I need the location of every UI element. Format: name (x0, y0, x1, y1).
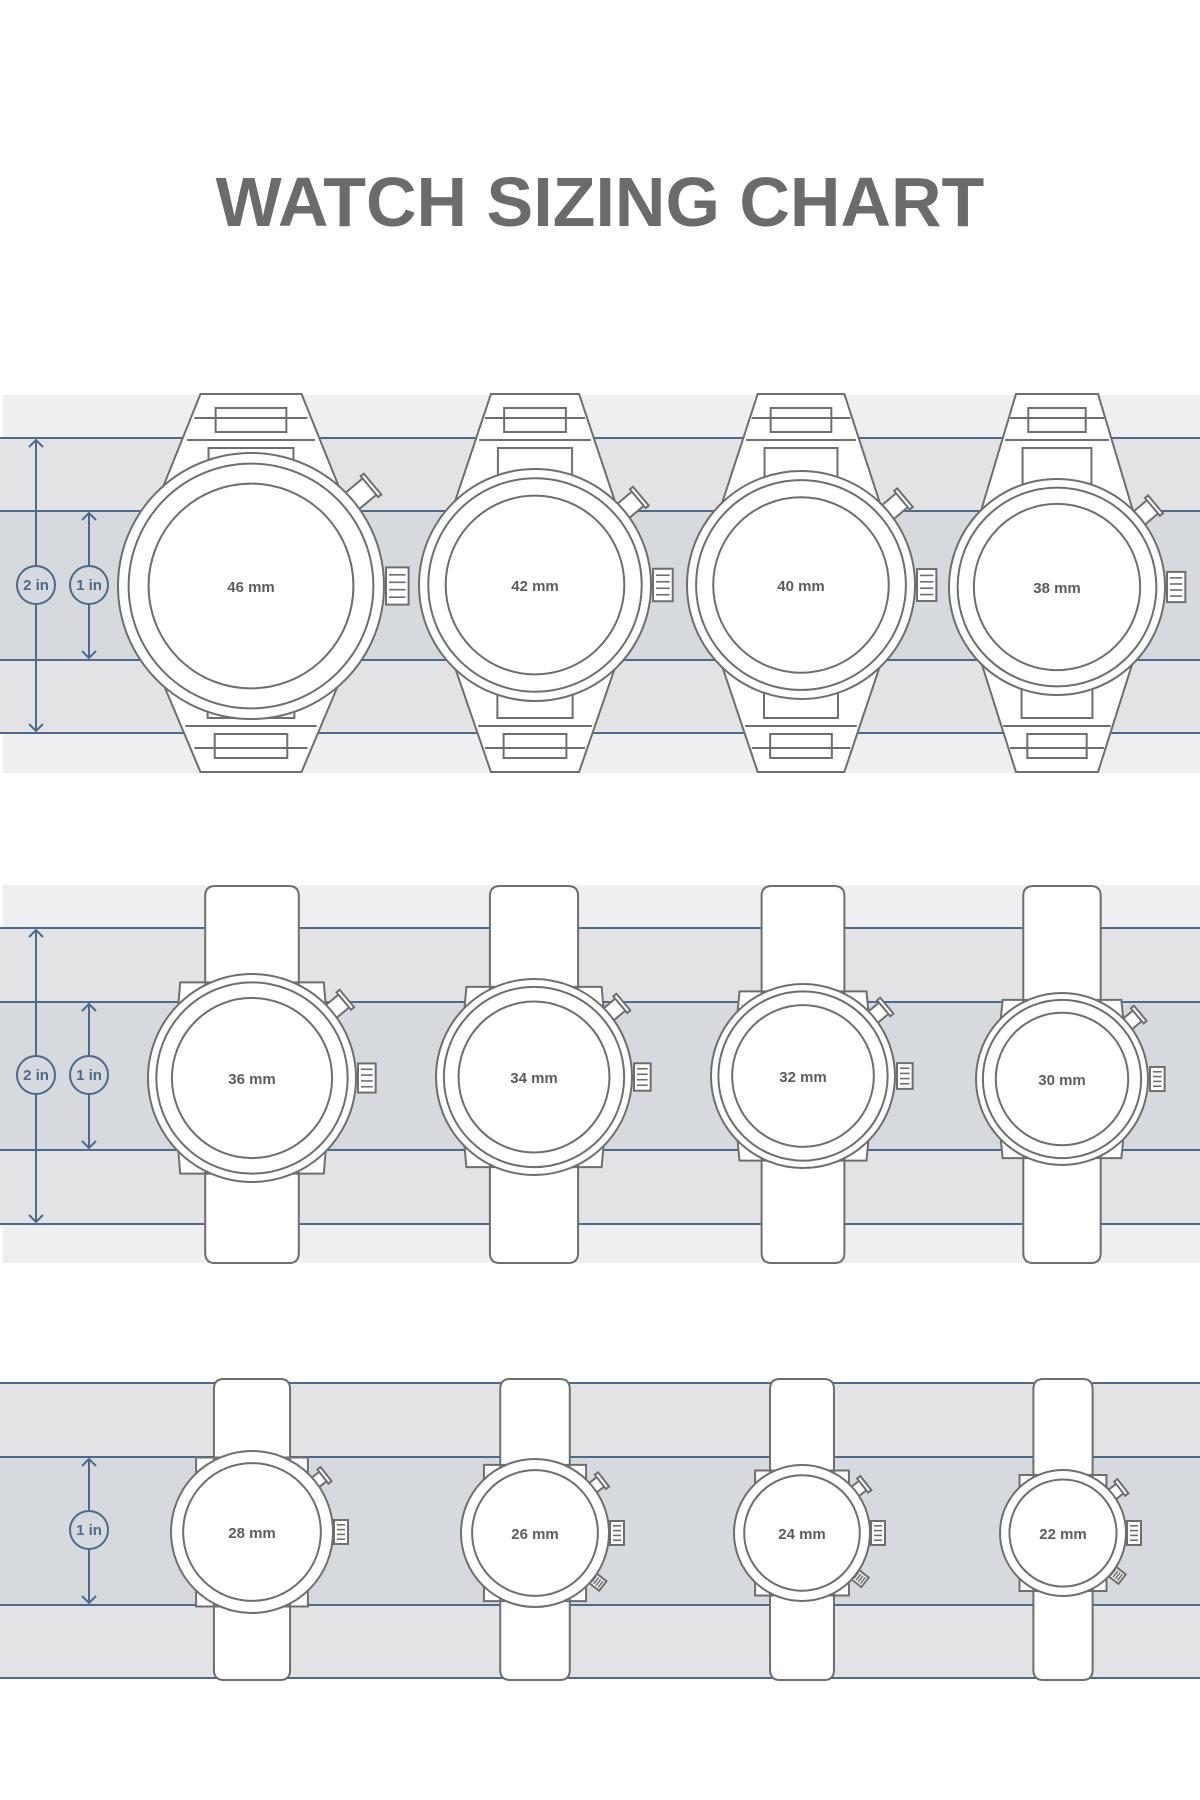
crown-icon (1149, 1065, 1166, 1093)
arrow-down-icon (28, 1214, 44, 1224)
watch-size-label: 24 mm (778, 1526, 826, 1543)
measure-1in: 1 in (69, 511, 109, 660)
strap-bottom (1032, 1569, 1094, 1681)
watch-42mm: 42 mm (418, 393, 674, 773)
watch-size-label: 46 mm (227, 579, 275, 596)
measure-label: 1 in (76, 1522, 102, 1539)
measure-label: 1 in (76, 577, 102, 594)
crown-icon (609, 1520, 625, 1546)
watch-size-label: 40 mm (777, 578, 825, 595)
measure-label: 1 in (76, 1067, 102, 1084)
watch-26mm: 26 mm (460, 1378, 625, 1681)
watch-24mm: 24 mm (733, 1378, 886, 1681)
measure-label: 2 in (23, 577, 49, 594)
crown-icon (896, 1062, 914, 1090)
watch-40mm: 40 mm (686, 393, 938, 773)
watch-size-label: 32 mm (779, 1069, 827, 1086)
measure-2in: 2 in (16, 928, 56, 1224)
strap-bottom (769, 1572, 835, 1681)
watch-32mm: 32 mm (710, 885, 914, 1264)
watch-30mm: 30 mm (975, 885, 1166, 1264)
watch-dial (994, 1011, 1130, 1147)
watch-36mm: 36 mm (147, 885, 377, 1264)
row-2: 2 in 1 in 36 mm 34 mm 32 mm 30 mm (0, 885, 1200, 1264)
arrow-up-icon (28, 438, 44, 448)
strap-top (1032, 1378, 1094, 1497)
watch-size-label: 38 mm (1033, 580, 1081, 597)
arrow-up-icon (81, 1002, 97, 1012)
crown-icon (385, 566, 410, 606)
arrow-up-icon (81, 1457, 97, 1467)
measure-1in: 1 in (69, 1002, 109, 1150)
watch-dial (444, 494, 626, 676)
strap-top (1022, 885, 1102, 1029)
arrow-down-icon (81, 1595, 97, 1605)
crown-icon (333, 1519, 349, 1545)
crown-icon (357, 1062, 377, 1094)
row-3: 1 in 28 mm 26 mm 24 mm 22 mm (0, 1378, 1200, 1681)
watch-size-label: 28 mm (228, 1525, 276, 1542)
watch-28mm: 28 mm (170, 1378, 349, 1681)
crown-icon (870, 1520, 886, 1546)
strap-top (769, 1378, 835, 1494)
watch-dial (182, 1462, 322, 1602)
watch-34mm: 34 mm (435, 885, 652, 1264)
crown-icon (1126, 1520, 1142, 1546)
arrow-up-icon (28, 928, 44, 938)
measure-2in: 2 in (16, 438, 56, 733)
watch-dial (457, 1000, 611, 1154)
measure-label: 2 in (23, 1067, 49, 1084)
page-title: WATCH SIZING CHART (215, 163, 985, 241)
crown-icon (652, 567, 674, 603)
crown-icon (1166, 570, 1187, 604)
watch-size-label: 42 mm (511, 578, 559, 595)
watch-dial (712, 496, 890, 674)
watch-dial (471, 1469, 599, 1597)
watch-size-label: 34 mm (510, 1070, 558, 1087)
watch-dial (972, 502, 1142, 672)
crown-icon (916, 568, 938, 602)
watch-46mm: 46 mm (117, 393, 410, 773)
watch-size-label: 30 mm (1038, 1072, 1086, 1089)
measure-1in: 1 in (69, 1457, 109, 1605)
watch-dial (170, 996, 334, 1160)
watch-size-label: 22 mm (1039, 1526, 1087, 1543)
row-1: 2 in 1 in 46 mm 42 mm 40 mm 38 mm (0, 393, 1200, 773)
watch-38mm: 38 mm (948, 393, 1187, 773)
crown-icon (633, 1062, 652, 1092)
watch-dial (731, 1004, 875, 1148)
watch-size-label: 36 mm (228, 1071, 276, 1088)
arrow-down-icon (81, 650, 97, 660)
arrow-up-icon (81, 511, 97, 521)
watch-size-label: 26 mm (511, 1526, 559, 1543)
arrow-down-icon (81, 1140, 97, 1150)
watch-22mm: 22 mm (999, 1378, 1142, 1681)
watch-dial (147, 482, 355, 690)
watch-dial (1008, 1478, 1118, 1588)
arrow-down-icon (28, 723, 44, 733)
watch-dial (743, 1474, 861, 1592)
